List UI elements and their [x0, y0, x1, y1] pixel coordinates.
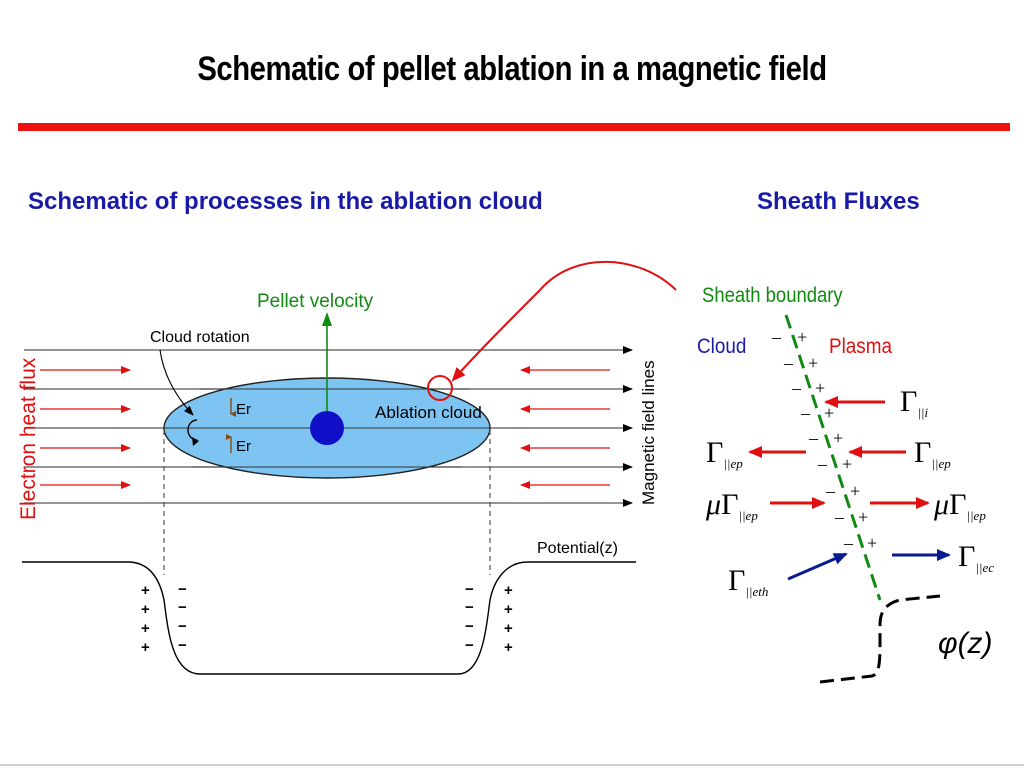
sheath-location-marker [427, 375, 453, 401]
svg-text:−: − [178, 581, 187, 598]
sheath-charge-pairs: –+ –+ –+ –+ –+ –+ –+ –+ –+ [771, 327, 877, 553]
sheath-boundary-line [784, 314, 882, 601]
sheath-charges-left: + + + + − − − − [141, 581, 187, 656]
sheath-boundary-label: Sheath boundary [702, 284, 843, 307]
svg-text:–: – [771, 327, 782, 347]
svg-text:+: + [141, 620, 150, 637]
cloud-rotation-label: Cloud rotation [150, 329, 250, 346]
svg-text:–: – [825, 481, 836, 501]
er-top-label: Er [236, 401, 251, 418]
electron-heat-flux-label: Electron heat flux [17, 357, 40, 520]
svg-text:−: − [465, 581, 474, 598]
pellet-velocity-label: Pellet velocity [257, 291, 374, 312]
cloud-edge-dashed-lines [163, 430, 491, 575]
potential-curve [22, 561, 636, 675]
svg-text:+: + [815, 378, 825, 398]
svg-text:−: − [465, 599, 474, 616]
svg-text:+: + [808, 353, 818, 373]
sheath-callout-arrow [451, 260, 677, 382]
svg-text:−: − [465, 618, 474, 635]
cloud-rotation-pointer [159, 349, 194, 416]
svg-text:−: − [178, 618, 187, 635]
svg-text:+: + [858, 507, 868, 527]
phi-label: φ(z) [938, 627, 993, 660]
cloud-label: Cloud [697, 335, 746, 358]
svg-text:+: + [824, 403, 834, 423]
svg-text:+: + [867, 533, 877, 553]
svg-text:+: + [504, 639, 513, 656]
svg-text:−: − [178, 599, 187, 616]
sheath-charges-right: − − − − + + + + [465, 581, 513, 656]
svg-text:+: + [504, 620, 513, 637]
left-heading: Schematic of processes in the ablation c… [28, 188, 543, 215]
svg-text:−: − [465, 637, 474, 654]
footer-rule [0, 764, 1024, 766]
magnetic-field-lines-label: Magnetic field lines [639, 360, 658, 505]
svg-text:+: + [833, 428, 843, 448]
svg-text:–: – [808, 428, 819, 448]
svg-text:–: – [843, 533, 854, 553]
mu-gamma-ep-cloud-label: μΓ||ep [705, 488, 758, 523]
svg-text:–: – [800, 403, 811, 423]
svg-text:–: – [783, 353, 794, 373]
svg-text:–: – [834, 507, 845, 527]
pellet [310, 411, 344, 445]
heat-flux-arrows-left [40, 366, 131, 489]
ablation-cloud-label: Ablation cloud [375, 403, 482, 422]
svg-text:+: + [141, 582, 150, 599]
potential-label: Potential(z) [537, 540, 618, 557]
plasma-label: Plasma [829, 335, 893, 358]
gamma-ion-label: Γ||i [900, 385, 928, 420]
svg-text:+: + [504, 601, 513, 618]
rotation-curl-arrowhead-icon [192, 437, 199, 446]
er-bottom-label: Er [236, 438, 251, 455]
gamma-eth-arrow [787, 552, 848, 581]
heat-flux-arrows-right [520, 366, 610, 489]
slide-title: Schematic of pellet ablation in a magnet… [197, 50, 827, 88]
mu-gamma-ep-plasma-label: μΓ||ep [933, 488, 986, 523]
pellet-velocity-arrowhead [322, 312, 332, 326]
svg-text:+: + [141, 639, 150, 656]
flux-labels: Γ||i Γ||ep Γ||ep μΓ||ep μΓ||ep Γ||ec Γ||… [705, 385, 994, 599]
title-underline-bar [18, 123, 1010, 131]
svg-text:−: − [178, 637, 187, 654]
svg-text:+: + [504, 582, 513, 599]
svg-text:+: + [842, 454, 852, 474]
gamma-eth-label: Γ||eth [728, 564, 768, 599]
svg-text:+: + [850, 481, 860, 501]
svg-text:+: + [141, 601, 150, 618]
phi-potential-curve [819, 594, 941, 684]
svg-text:+: + [797, 327, 807, 347]
svg-text:–: – [817, 454, 828, 474]
gamma-ep-cloud-label: Γ||ep [706, 436, 743, 471]
gamma-ec-label: Γ||ec [958, 540, 994, 575]
svg-text:–: – [791, 378, 802, 398]
right-heading: Sheath Fluxes [757, 188, 920, 215]
gamma-ep-plasma-label: Γ||ep [914, 436, 951, 471]
